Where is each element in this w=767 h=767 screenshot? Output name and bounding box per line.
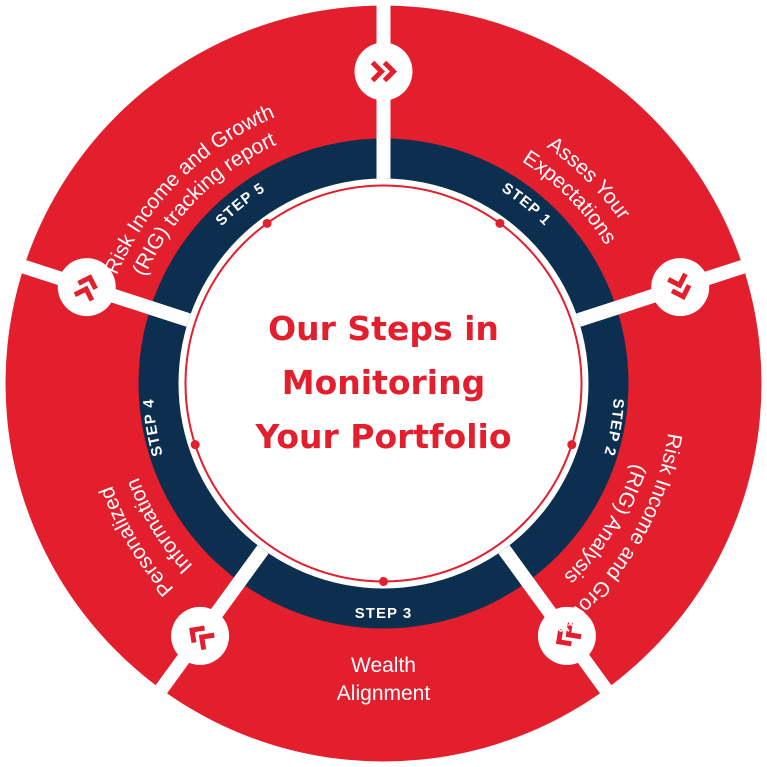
ring-dot-2 bbox=[567, 440, 577, 450]
center-title-line-2: Monitoring bbox=[282, 363, 485, 402]
step-3-label: STEP 3 bbox=[355, 605, 412, 622]
center-title-line-1: Our Steps in bbox=[268, 309, 499, 348]
segment-3-label-line-1: Wealth bbox=[351, 654, 416, 677]
ring-dots bbox=[190, 218, 577, 586]
double-chevron-icon bbox=[57, 258, 116, 317]
ring-dot-4 bbox=[190, 440, 200, 450]
double-chevron-icon bbox=[171, 606, 230, 665]
double-chevron-icon bbox=[537, 606, 596, 665]
center-title-line-3: Your Portfolio bbox=[254, 417, 511, 456]
segment-3-label-line-2: Alignment bbox=[337, 682, 431, 705]
double-chevron-icon bbox=[651, 258, 710, 317]
ring-dot-3 bbox=[379, 577, 388, 586]
double-chevron-icon bbox=[354, 42, 413, 101]
center-disc bbox=[178, 178, 589, 589]
ring-dot-1 bbox=[495, 218, 505, 228]
ring-dot-5 bbox=[262, 218, 272, 228]
